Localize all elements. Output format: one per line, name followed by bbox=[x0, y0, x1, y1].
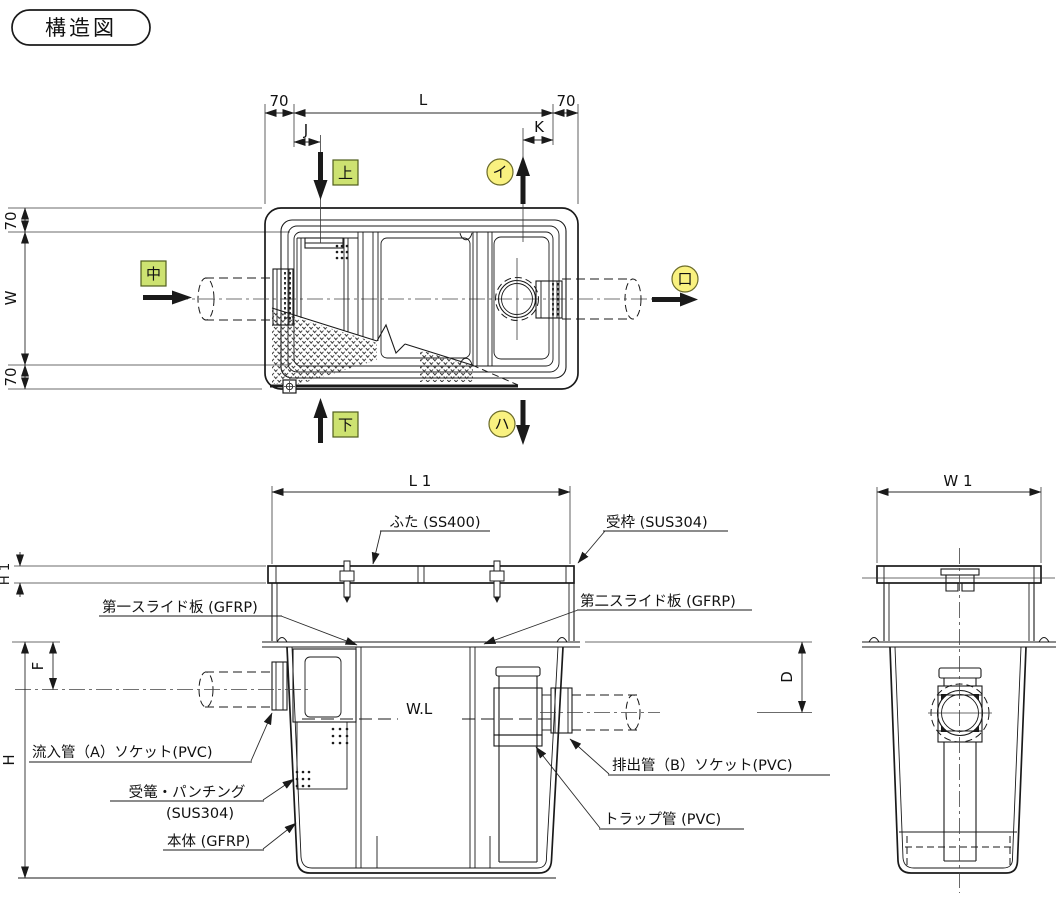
flow-arrow-right-inlet bbox=[143, 290, 192, 305]
dim-K: K bbox=[534, 118, 545, 136]
flow-arrow-down-top bbox=[313, 152, 328, 200]
front-tank bbox=[286, 646, 564, 874]
badge-vent-ha-circle bbox=[488, 410, 516, 438]
front-dim-F: F bbox=[12, 641, 60, 690]
plan-inlet-pipe bbox=[197, 277, 272, 321]
label-trap: トラップ管 (PVC) bbox=[604, 811, 721, 828]
front-view: L 1 H 1 bbox=[0, 472, 830, 879]
front-outlet bbox=[540, 687, 660, 734]
dim-H1: H 1 bbox=[0, 563, 13, 585]
dim-L1: L 1 bbox=[409, 472, 432, 490]
side-lid bbox=[862, 565, 1055, 592]
side-frame bbox=[862, 583, 1056, 648]
flow-arrow-right-outlet bbox=[652, 292, 698, 307]
dim-F: F bbox=[29, 662, 47, 671]
badge-top-label: 上 bbox=[338, 164, 353, 182]
front-lid-bolt-left bbox=[339, 560, 355, 603]
label-strainer-line2: (SUS304) bbox=[166, 806, 234, 822]
badge-vent-ha-label: ハ bbox=[494, 415, 509, 433]
plan-bolt-mark bbox=[282, 379, 297, 394]
page-title-text: 構造図 bbox=[45, 16, 117, 40]
plan-flow-arrows bbox=[143, 152, 698, 445]
plan-outlet-pipe bbox=[562, 278, 642, 320]
plan-dim-left: 70 W 70 bbox=[2, 207, 290, 390]
label-body: 本体 (GFRP) bbox=[167, 833, 250, 850]
front-dim-D: D bbox=[585, 641, 812, 713]
plan-middle-chamber bbox=[380, 237, 471, 359]
badge-vent-i-label: イ bbox=[492, 163, 507, 181]
plan-badges: 上 イ 中 口 下 ハ bbox=[140, 158, 699, 438]
front-strainer-perforations-bottom bbox=[295, 770, 311, 788]
front-dim-L1: L 1 bbox=[271, 472, 571, 564]
front-strainer-perforations-top bbox=[331, 727, 349, 745]
dim-L: L bbox=[419, 91, 428, 109]
label-frame: 受枠 (SUS304) bbox=[606, 514, 708, 531]
badge-outlet-ro-circle bbox=[671, 265, 699, 293]
plan-breakout-section bbox=[270, 307, 519, 394]
badge-bottom-box bbox=[332, 411, 359, 438]
label-inlet: 流入管（A）ソケット(PVC) bbox=[32, 744, 213, 761]
front-frame bbox=[262, 583, 580, 648]
front-lid-bolt-right bbox=[489, 560, 505, 603]
front-water-line: W.L bbox=[302, 700, 556, 720]
side-view: W 1 bbox=[862, 472, 1056, 893]
badge-vent-i-circle bbox=[486, 158, 514, 186]
label-lid: ふた (SS400) bbox=[389, 514, 480, 531]
badge-outlet-ro-label: 口 bbox=[677, 270, 692, 288]
plan-basket bbox=[296, 237, 358, 332]
side-dim-W1: W 1 bbox=[876, 472, 1042, 563]
plan-view: 70 L 70 J K 70 W 70 bbox=[2, 91, 699, 445]
dim-J: J bbox=[303, 121, 308, 139]
badge-top-box bbox=[332, 159, 359, 186]
side-lid-handle bbox=[940, 568, 980, 592]
plan-dim-top: 70 L 70 J K bbox=[264, 91, 579, 204]
label-outlet: 排出管（B）ソケット(PVC) bbox=[612, 757, 793, 774]
side-tank bbox=[889, 646, 1027, 874]
page-title: 構造図 bbox=[11, 9, 151, 46]
front-basket bbox=[292, 648, 357, 790]
plan-basket-perforations bbox=[335, 244, 349, 260]
front-lid bbox=[267, 560, 575, 603]
dim-70-left-bottom: 70 bbox=[2, 367, 20, 386]
dim-70-top-left: 70 bbox=[269, 92, 288, 110]
flow-arrow-down-vent-ha bbox=[516, 400, 530, 445]
flow-arrow-up-bottom bbox=[313, 398, 328, 443]
front-dim-H1: H 1 bbox=[0, 552, 266, 597]
badge-inlet-box bbox=[140, 260, 167, 287]
plan-right-chamber bbox=[493, 236, 550, 360]
dim-D: D bbox=[778, 671, 796, 683]
dim-W1: W 1 bbox=[943, 472, 972, 490]
front-inlet bbox=[15, 661, 310, 711]
dim-70-left-top: 70 bbox=[2, 211, 20, 230]
side-trap-pipe bbox=[928, 667, 992, 862]
front-labels: ふた (SS400) 受枠 (SUS304) 第一スライド板 (GFRP) 第二… bbox=[29, 514, 830, 851]
label-strainer-line1: 受篭・パンチング bbox=[129, 783, 246, 801]
label-slide2: 第二スライド板 (GFRP) bbox=[580, 592, 736, 610]
plan-partition-1 bbox=[357, 232, 379, 341]
front-dim-H: H bbox=[0, 641, 556, 879]
flow-arrow-up-vent-i bbox=[516, 156, 530, 204]
plan-outlet-socket bbox=[535, 280, 563, 319]
dim-W: W bbox=[2, 290, 20, 305]
dim-H: H bbox=[0, 754, 18, 765]
front-trap-pipe bbox=[493, 666, 543, 863]
badge-bottom-label: 下 bbox=[338, 416, 353, 434]
label-slide1: 第一スライド板 (GFRP) bbox=[102, 598, 258, 616]
water-level-label: W.L bbox=[406, 700, 433, 718]
dim-70-top-right: 70 bbox=[556, 92, 575, 110]
badge-inlet-label: 中 bbox=[146, 265, 161, 283]
